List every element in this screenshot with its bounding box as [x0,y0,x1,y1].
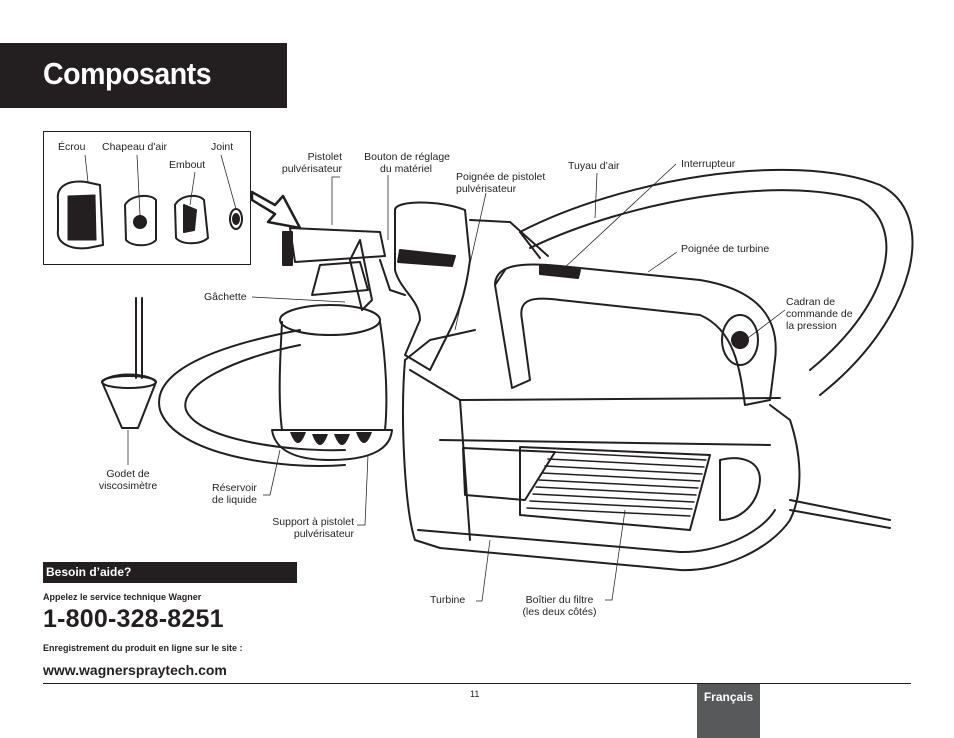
label-turbine-handle: Poignée de turbine [681,243,770,255]
inset-arrow [250,190,302,230]
label-air-cap: Chapeau d'air [102,141,168,153]
label-gun-handle: Poignée de pistolet pulvérisateur [456,171,546,195]
label-gun-stand: Support à pistolet pulvérisateur [272,516,354,540]
inset-parts [56,180,243,250]
help-register-text: Enregistrement du produit en ligne sur l… [43,643,243,653]
turbine-body [402,263,891,572]
label-turbine: Turbine [430,594,466,606]
viscosity-cup [101,297,157,429]
filter-grille [526,451,707,517]
help-call-text: Appelez le service technique Wagner [43,592,202,602]
page-number: 11 [470,689,480,699]
label-viscosity-cup: Godet de viscosimètre [98,468,158,492]
language-tab-label: Français [703,690,754,704]
page-title: Composants [43,56,212,91]
liquid-reservoir [271,261,393,461]
footer-divider [43,683,911,684]
help-title: Besoin d’aide? [46,565,132,579]
label-tip: Embout [169,159,206,171]
spray-gun [282,201,511,371]
label-flow-knob: Bouton de réglage du matériel [364,151,450,175]
label-gasket: Joint [211,141,234,153]
help-website-link[interactable]: www.wagnerspraytech.com [43,662,227,678]
label-nut: Écrou [58,141,86,153]
help-header-bar [43,562,297,583]
label-switch: Interrupteur [681,158,736,170]
help-phone-number[interactable]: 1-800-328-8251 [43,605,224,633]
label-filter-housing: Boîtier du filtre (les deux côtés) [522,594,597,618]
title-bar [0,43,287,108]
language-tab [697,684,760,738]
label-spray-gun: Pistolet pulvérisateur [281,151,342,175]
label-pressure-dial: Cadran de commande de la pression [786,296,853,332]
label-trigger: Gâchette [204,291,247,303]
label-reservoir: Réservoir de liquide [212,482,257,506]
label-air-hose: Tuyau d’air [568,160,620,172]
nozzle-parts-inset [43,131,251,265]
leader-lines [84,154,786,602]
